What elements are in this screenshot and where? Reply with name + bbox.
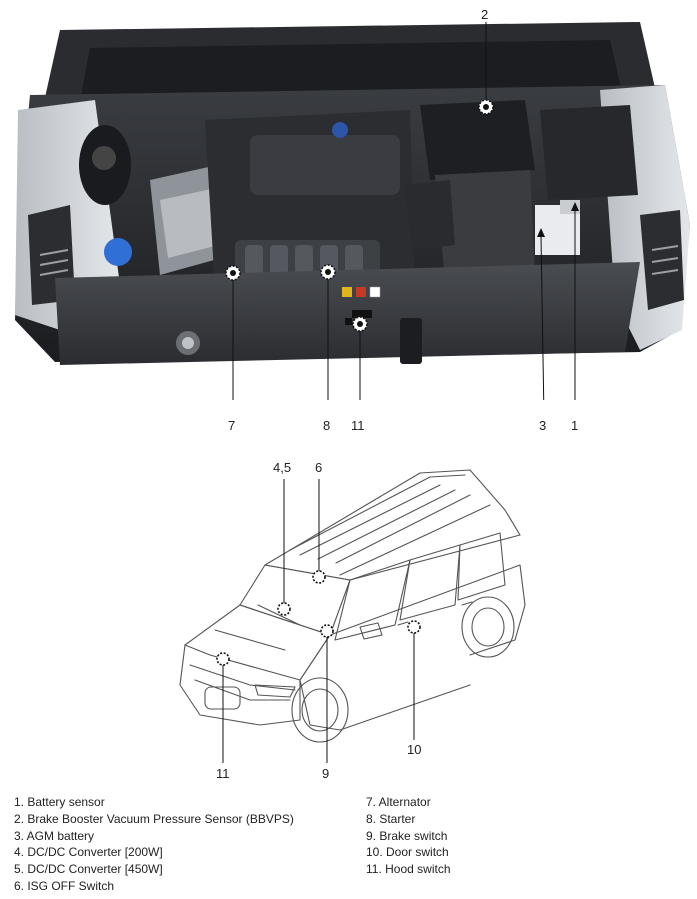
legend-item: 5. DC/DC Converter [450W] [14, 862, 163, 877]
engine-bay-photo [15, 22, 690, 400]
callout-1: 1 [571, 418, 579, 433]
washer-fluid-cap [104, 238, 132, 266]
legend-left: 1. Battery sensor 2. Brake Booster Vacuu… [14, 794, 294, 895]
callout-6: 6 [315, 460, 323, 475]
legend-item: 2. Brake Booster Vacuum Pressure Sensor … [14, 811, 294, 826]
air-filter-box [420, 100, 535, 180]
photo-markers [225, 99, 494, 332]
callout-7: 7 [228, 418, 236, 433]
callout-8: 8 [323, 418, 331, 433]
legend-item: 11. Hood switch [366, 862, 451, 877]
radiator-support [55, 262, 640, 365]
callout-10: 10 [407, 742, 422, 757]
callout-11-top: 11 [351, 418, 365, 433]
vehicle-line-drawing [179, 469, 526, 763]
legend-item: 7. Alternator [366, 795, 431, 809]
fuse-box [540, 105, 638, 200]
legend-item: 8. Starter [366, 811, 416, 826]
callout-11-bottom: 11 [216, 766, 230, 781]
legend-item: 4. DC/DC Converter [200W] [14, 845, 163, 860]
photo-leader-lines [232, 22, 576, 400]
callout-9: 9 [322, 766, 330, 781]
legend-item: 6. ISG OFF Switch [14, 878, 115, 893]
legend-item: 3. AGM battery [14, 828, 95, 843]
legend-item: 10. Door switch [366, 845, 449, 860]
legend-right: 7. Alternator 8. Starter 9. Brake switch… [366, 794, 451, 878]
legend-item: 9. Brake switch [366, 828, 448, 843]
callout-4-5: 4,5 [273, 460, 292, 475]
callout-2: 2 [481, 7, 489, 22]
car-markers [216, 570, 421, 666]
car-leader-lines [222, 479, 415, 763]
callout-3: 3 [539, 418, 547, 433]
legend-item: 1. Battery sensor [14, 795, 105, 809]
